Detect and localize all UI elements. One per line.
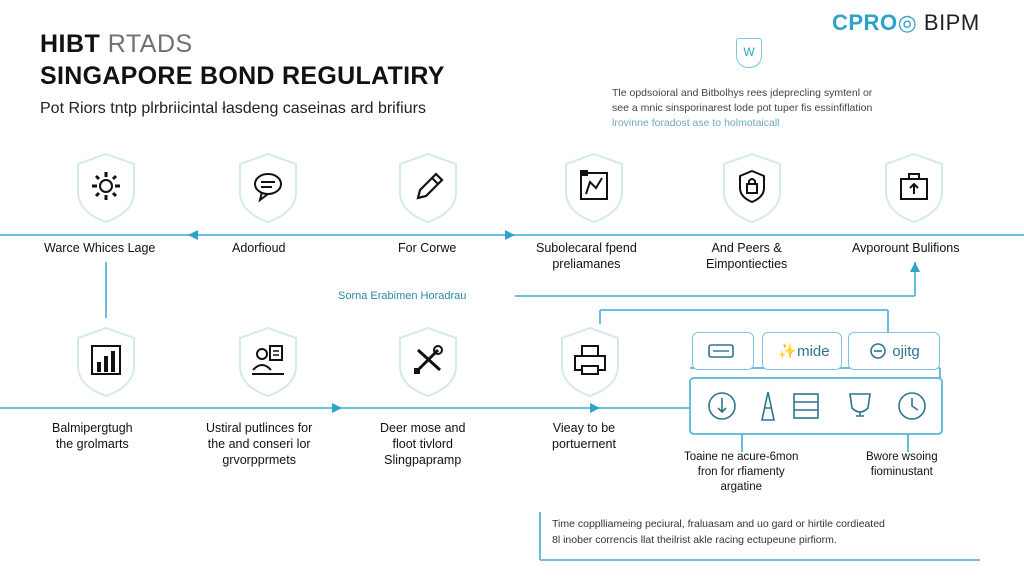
page-title-line2: SINGAPORE BOND REGULATIRY xyxy=(40,62,445,90)
printer-icon xyxy=(574,345,606,375)
footer-note: Time copplliameing peciural, fraluasam a… xyxy=(552,518,885,546)
pen-node xyxy=(396,152,460,224)
top-label-6: Avporount Bulifions xyxy=(852,241,960,255)
bottom-label-1: Balmipergtugh the grolmarts xyxy=(52,421,133,451)
top-label-2: Adorfioud xyxy=(232,241,286,255)
bottom-label-2: Ustiral putlinces for the and conseri lo… xyxy=(206,421,313,467)
tools-node xyxy=(396,326,460,398)
pill-device xyxy=(692,332,754,370)
right-label-right: Bwore wsoing fiominustant xyxy=(866,451,938,478)
page-title-line1: HIBT RTADS xyxy=(40,30,193,58)
chat-node xyxy=(236,152,300,224)
shield-note-icon: W xyxy=(736,38,762,68)
top-label-3: For Corwe xyxy=(398,241,457,255)
right-label-left: Toaine ne acure-6mon fron for rfiamenty … xyxy=(684,451,799,493)
top-label-1: Warce Whices Lage xyxy=(44,241,156,255)
clock-icon xyxy=(898,392,926,420)
pen-icon xyxy=(416,172,444,200)
right-icon-strip xyxy=(708,391,926,421)
location-icon xyxy=(708,392,736,420)
chart-node xyxy=(74,326,138,398)
lock-node xyxy=(720,152,784,224)
tower-icon xyxy=(761,391,775,421)
printer-node xyxy=(558,326,622,398)
cloud-chat-icon xyxy=(254,173,282,203)
tools-icon xyxy=(414,345,443,374)
trophy-icon xyxy=(849,393,871,417)
document-icon xyxy=(580,170,608,200)
briefcase-icon xyxy=(900,173,928,200)
top-label-4: Subolecaral fpend preliamanes xyxy=(536,241,637,271)
pill-mide: ✨mide xyxy=(762,332,842,370)
document-node xyxy=(562,152,626,224)
bar-chart-icon xyxy=(91,345,121,375)
page-subtitle: Pot Riors tntp plrbriicintal łasdeng cas… xyxy=(40,100,426,117)
bottom-label-4: Vieay to be portuernent xyxy=(552,421,616,451)
user-report-node xyxy=(236,326,300,398)
gear-icon xyxy=(92,172,120,200)
device-icon xyxy=(708,344,734,358)
brand-logo: CPRO◎ BIPM xyxy=(832,10,980,35)
mid-connector-label: Sorna Erabimen Horadrau xyxy=(338,290,467,302)
stack-icon xyxy=(793,393,819,419)
bottom-label-3: Deer mose and floot tivlord Slingpapramp xyxy=(380,421,466,467)
note-text: Tle opdsoioral and Bitbolhys rees įdepre… xyxy=(612,87,873,129)
top-label-5: And Peers & Eimpontiecties xyxy=(706,241,788,271)
gear-node xyxy=(74,152,138,224)
user-report-icon xyxy=(252,345,284,375)
shield-lock-icon xyxy=(739,169,765,204)
briefcase-node xyxy=(882,152,946,224)
pill-ojitg: ojitg xyxy=(848,332,940,370)
circle-arrow-icon xyxy=(870,343,887,359)
